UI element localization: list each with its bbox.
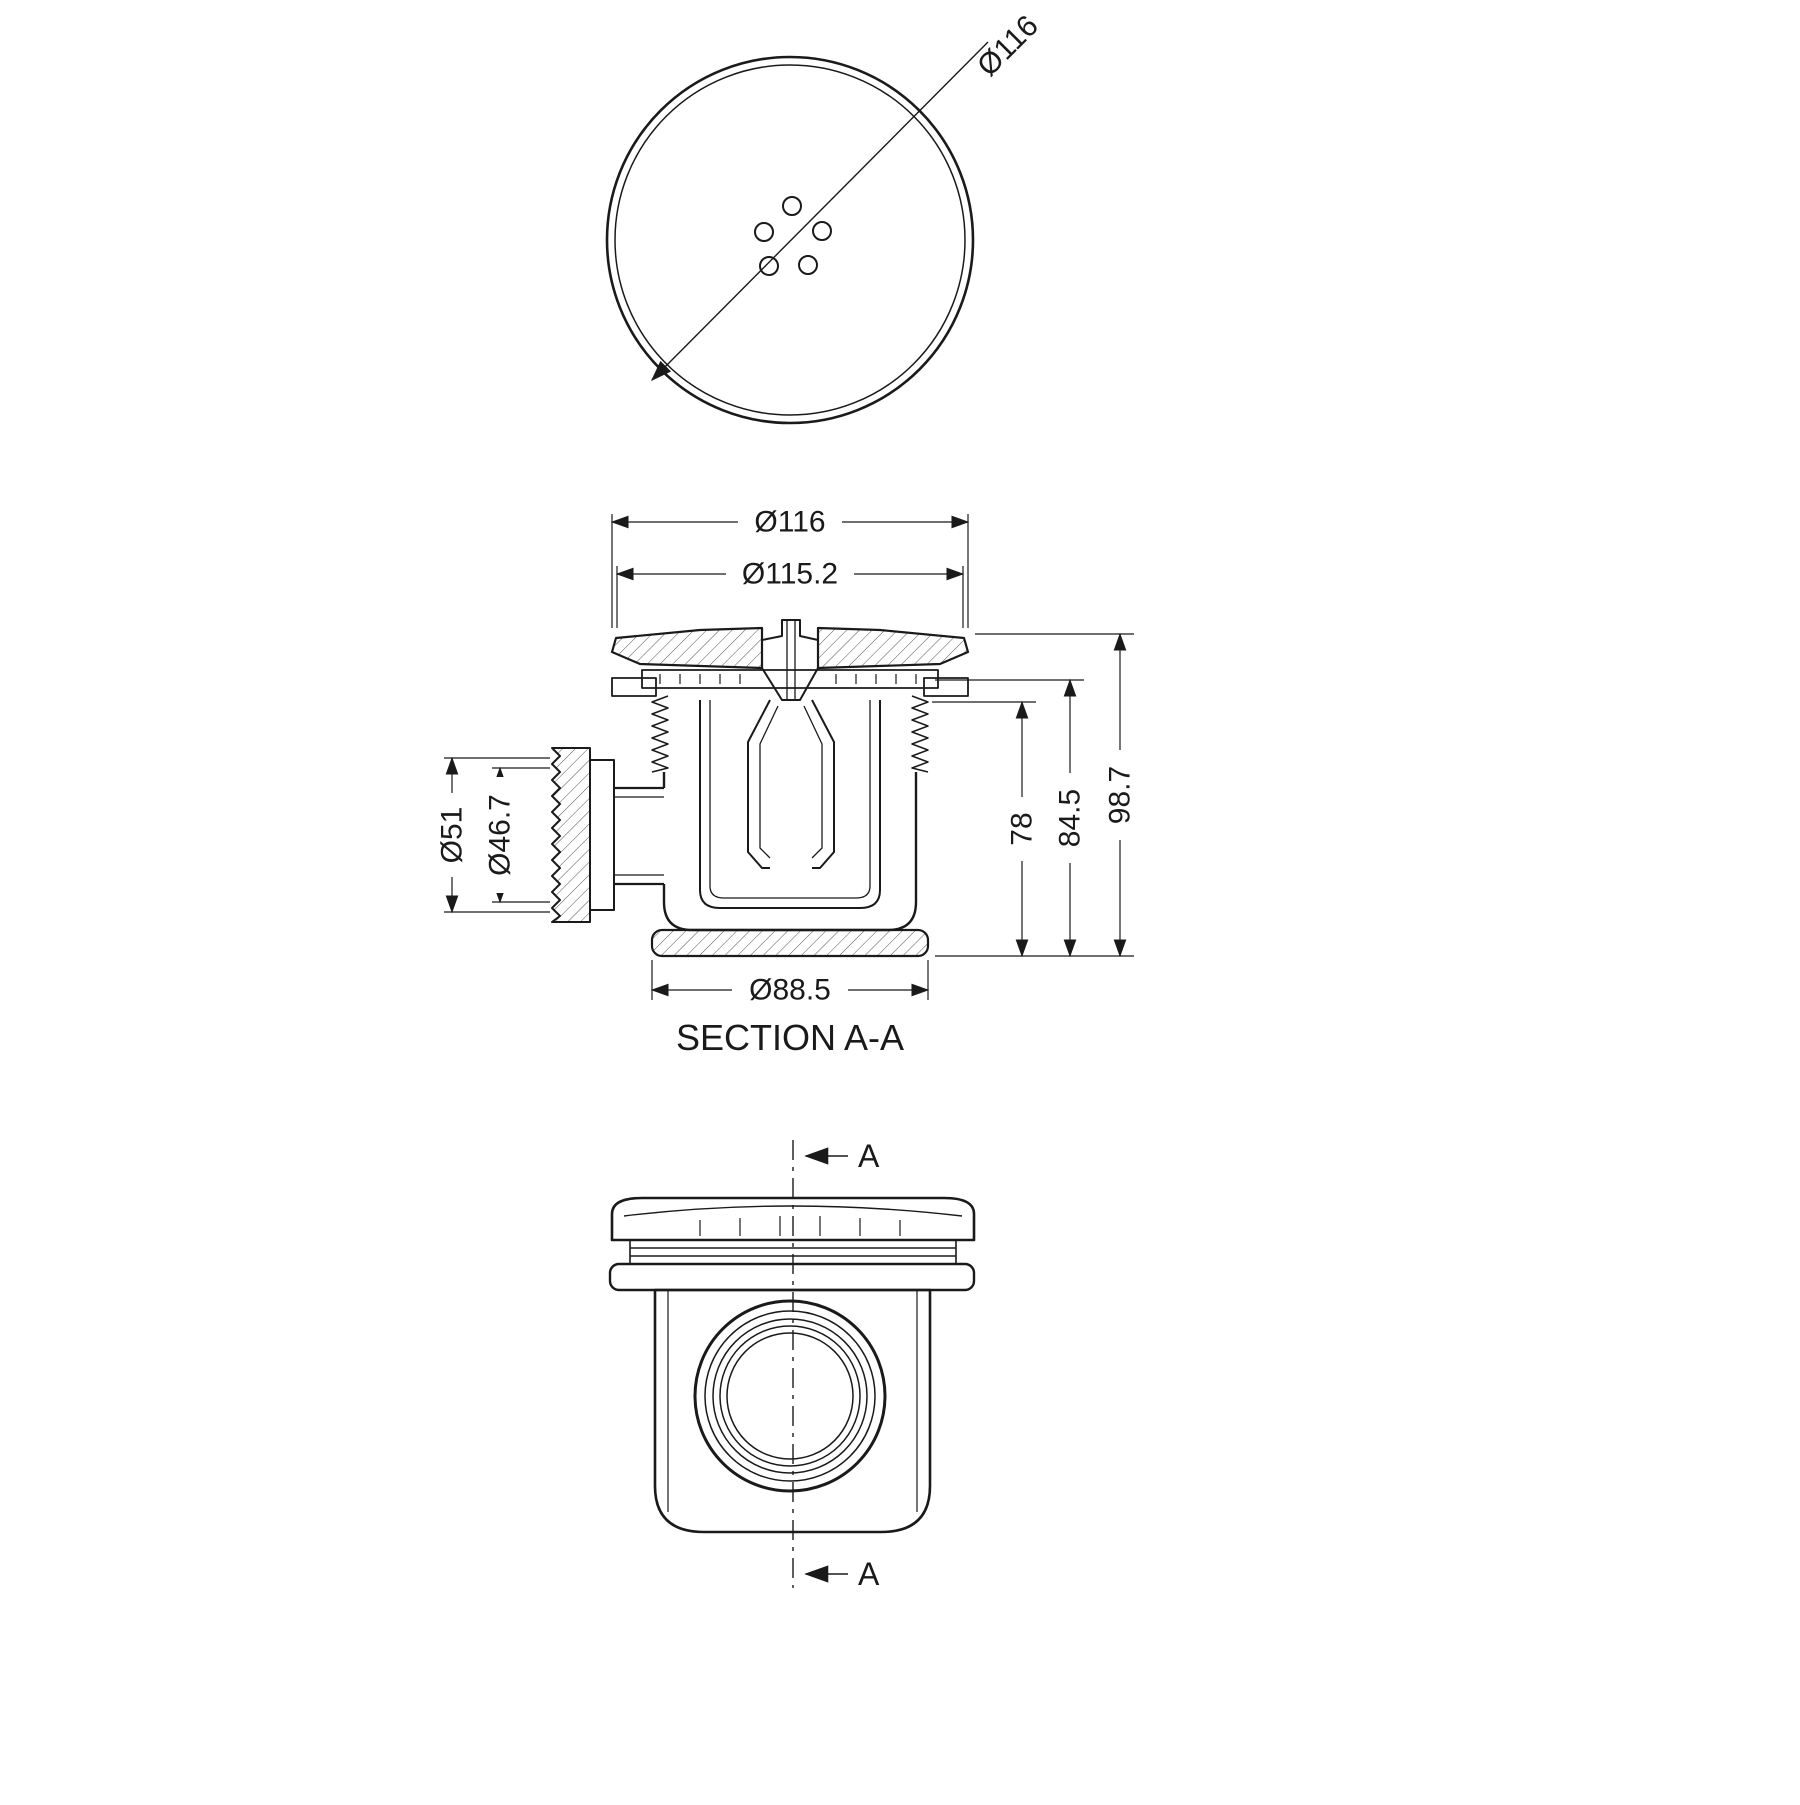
front-view: A A (608, 1138, 976, 1592)
top-view-drain-holes (754, 196, 832, 276)
top-view-outer-rim (605, 55, 975, 425)
section-clamp-fork (747, 699, 835, 869)
section-tab-left (611, 677, 657, 697)
front-body (653, 1288, 932, 1534)
section-flange-right (816, 626, 970, 670)
dim-88-5-label: Ø88.5 (749, 974, 831, 1007)
section-base-plate (650, 928, 930, 958)
section-outlet-nut (551, 747, 591, 923)
section-thread-left (651, 695, 669, 773)
front-flange-slots (699, 1216, 901, 1236)
section-dimensions: Ø116 Ø115.2 78 84.5 (435, 506, 1137, 1007)
section-inner-cup-2 (709, 700, 871, 899)
top-view-diameter-label: Ø116 (971, 9, 1045, 83)
dim-98-7-label: 98.7 (1104, 766, 1137, 824)
front-flange (610, 1196, 976, 1242)
front-flange-inner-line (623, 1205, 963, 1217)
section-flange-left (610, 626, 764, 670)
dim-115-2-label: Ø115.2 (742, 558, 838, 591)
top-view-diameter-leader (650, 41, 989, 382)
section-center-cap (761, 619, 819, 701)
front-cut-mark-top: A (804, 1138, 880, 1174)
section-grate-plate (641, 669, 939, 689)
section-view: Ø116 Ø115.2 78 84.5 (435, 506, 1137, 1058)
section-caption: SECTION A-A (676, 1017, 904, 1058)
dim-51-label: Ø51 (436, 807, 469, 864)
section-outlet-ring (589, 759, 615, 911)
section-outlet-pipe (614, 786, 664, 886)
section-tab-right (923, 677, 969, 697)
section-inner-cup (699, 700, 881, 909)
dim-116-label: Ø116 (754, 506, 825, 539)
front-outlet-circles (693, 1299, 887, 1493)
top-view: Ø116 (605, 9, 1045, 425)
front-cut-mark-bottom: A (804, 1556, 880, 1592)
section-outer-cup (662, 772, 918, 932)
front-ring-plate (608, 1262, 976, 1292)
dim-46-7-label: Ø46.7 (484, 794, 517, 876)
section-grate-slots (659, 674, 917, 684)
cut-label-top: A (858, 1138, 880, 1174)
top-view-inner-rim (614, 64, 966, 416)
dim-84-5-label: 84.5 (1054, 789, 1087, 847)
section-thread-right (911, 695, 929, 773)
dim-78-label: 78 (1006, 812, 1039, 845)
cut-label-bottom: A (858, 1556, 880, 1592)
